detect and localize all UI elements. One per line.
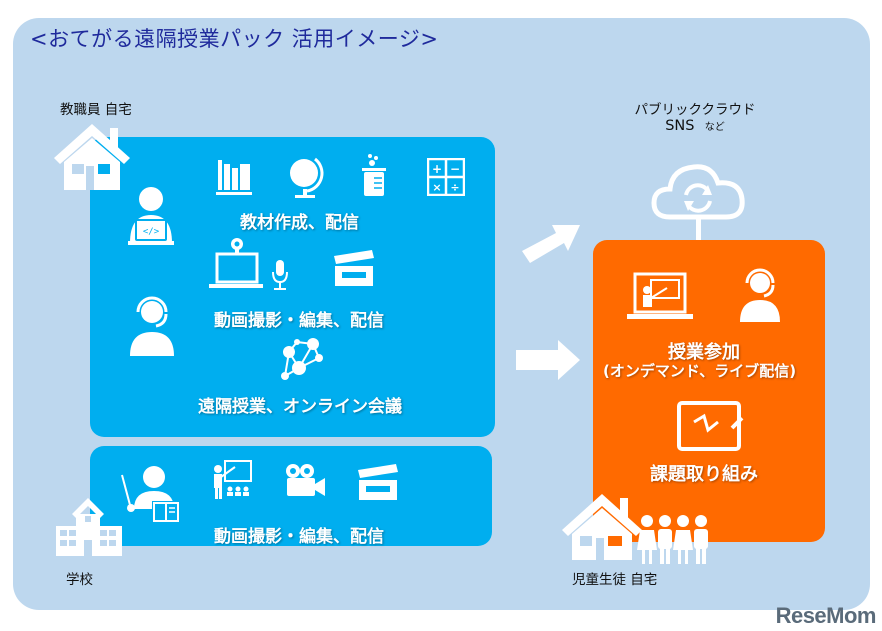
movie-camera-icon xyxy=(283,462,327,500)
class-participation-caption: 授業参加 xyxy=(668,342,740,363)
svg-text:×: × xyxy=(432,181,441,194)
cloud-label-sns: SNS xyxy=(665,118,695,134)
laptop-webcam-icon xyxy=(207,236,263,292)
microphone-icon xyxy=(270,258,290,292)
svg-text:+: + xyxy=(432,162,442,176)
teacher-class-icon xyxy=(211,459,253,501)
diagram-title: <おてがる遠隔授業パック 活用イメージ> xyxy=(30,27,439,51)
calculator-icon: + − × ÷ xyxy=(427,158,465,196)
person-headset-icon xyxy=(738,268,784,324)
teacher-pointer-book-icon xyxy=(118,465,182,525)
row2-caption: 動画撮影・編集、配信 xyxy=(214,311,384,331)
student-home-label: 児童生徒 自宅 xyxy=(572,572,658,588)
globe-icon xyxy=(285,155,325,199)
house-icon xyxy=(560,490,644,562)
class-participation-sub: (オンデマンド、ライブ配信) xyxy=(603,362,797,380)
teacher-home-label: 教職員 自宅 xyxy=(60,102,132,118)
student-activity-box xyxy=(593,240,825,542)
children-group-icon xyxy=(637,514,717,566)
cloud-label-suffix: など xyxy=(704,122,725,133)
row1-caption: 教材作成、配信 xyxy=(240,213,359,233)
house-icon xyxy=(52,120,132,192)
row3-caption: 遠隔授業、オンライン会議 xyxy=(198,397,402,417)
cloud-sync-icon xyxy=(648,155,748,245)
person-laptop-code-icon: </> xyxy=(126,185,176,247)
cloud-label-line2: SNS など xyxy=(630,118,760,134)
clapperboard-icon xyxy=(332,248,376,288)
person-headset-icon xyxy=(128,296,178,358)
logo-part2: Mom xyxy=(826,603,876,628)
assignment-caption: 課題取り組み xyxy=(650,464,758,485)
school-caption: 動画撮影・編集、配信 xyxy=(214,527,384,547)
tablet-pen-icon xyxy=(676,400,746,454)
clapperboard-icon xyxy=(356,462,400,502)
arrow-up-right-icon xyxy=(518,215,584,269)
cloud-label-line1: パブリッククラウド xyxy=(634,102,756,118)
svg-text:−: − xyxy=(450,162,460,176)
books-icon xyxy=(216,158,252,196)
school-label: 学校 xyxy=(66,572,93,588)
resemom-logo: ReseMom xyxy=(775,603,877,629)
school-building-icon xyxy=(54,496,124,558)
svg-text:</>: </> xyxy=(143,227,160,237)
logo-part1: Rese xyxy=(775,603,827,628)
svg-text:÷: ÷ xyxy=(450,181,459,194)
beaker-icon xyxy=(360,152,388,198)
network-people-icon xyxy=(279,336,327,382)
arrow-right-icon xyxy=(514,338,584,382)
laptop-lecture-icon xyxy=(625,272,695,324)
